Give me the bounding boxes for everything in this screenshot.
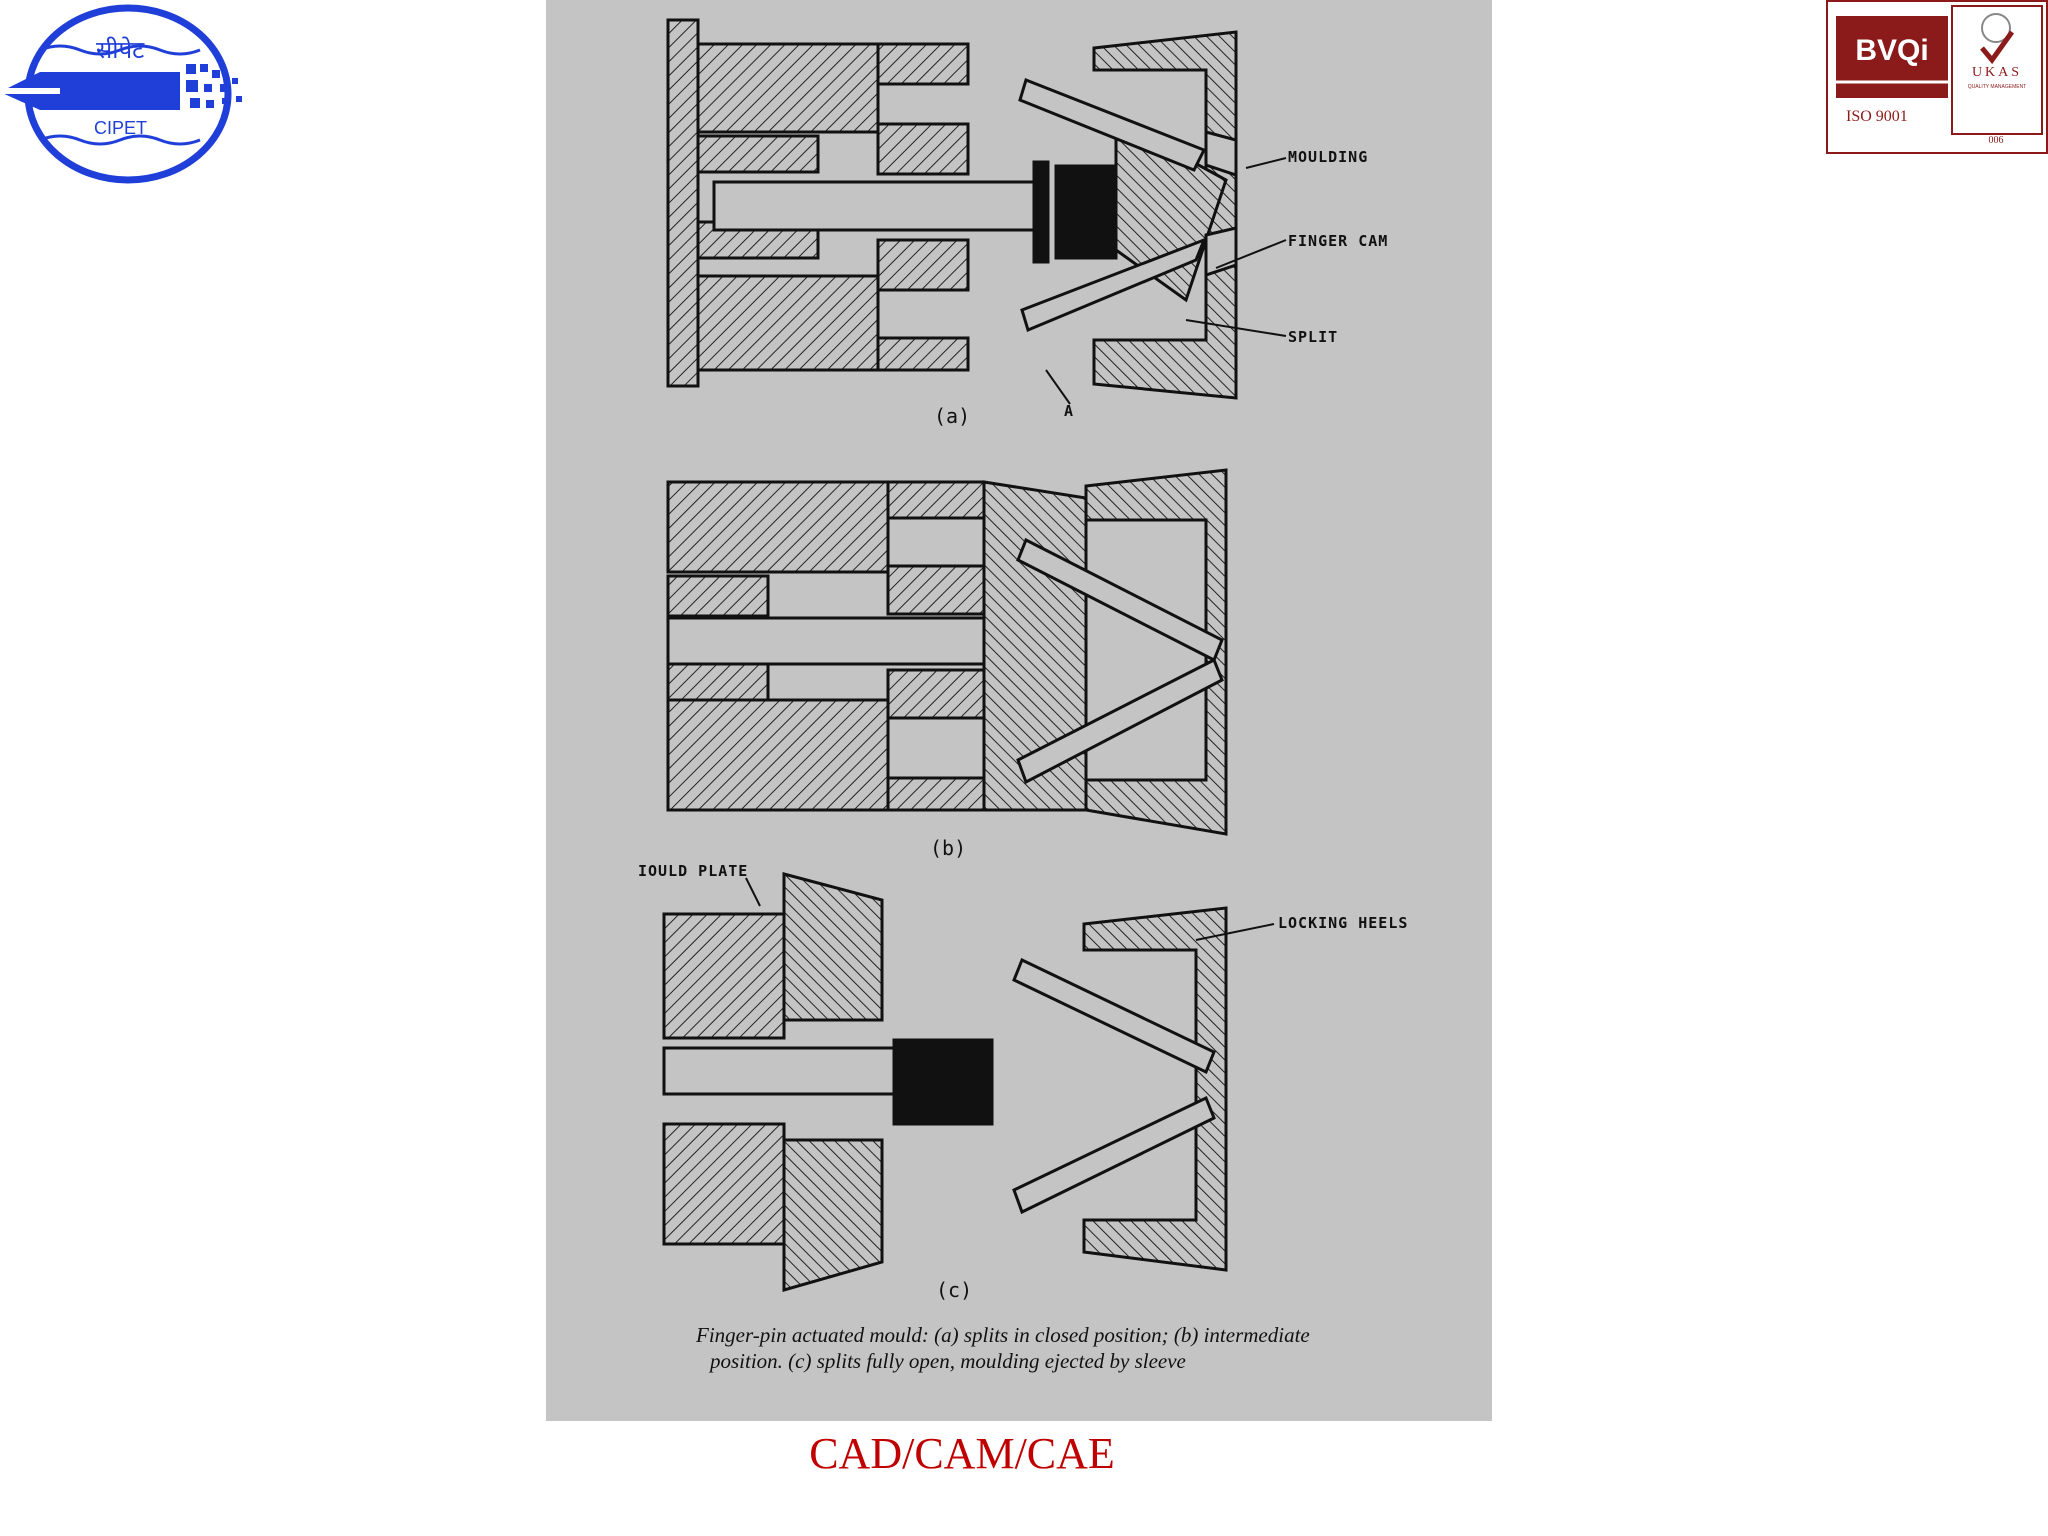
locking-heels-callout: LOCKING HEELS: [1278, 914, 1409, 932]
mould-diagram-figure: MOULDING FINGER CAM SPLIT A IOULD PLATE …: [546, 0, 1492, 1421]
mould-plate-callout: IOULD PLATE: [638, 862, 749, 880]
iso-certification-badge: BVQi ISO 9001 UKAS QUALITY MANAGEMENT 00…: [1826, 0, 2048, 154]
caption-line-2: position. (c) splits fully open, mouldin…: [710, 1349, 1186, 1373]
subfigure-c: [662, 872, 1228, 1292]
moulding-callout: MOULDING: [1288, 148, 1369, 166]
slide-footer-title: CAD/CAM/CAE: [809, 1429, 1115, 1478]
figure-caption: Finger-pin actuated mould: (a) splits in…: [696, 1322, 1476, 1374]
subfigure-a-label: (a): [934, 404, 971, 428]
bvqi-brand-text: BVQi: [1855, 34, 1928, 67]
point-a-callout: A: [1064, 402, 1075, 420]
subfigure-c-label: (c): [936, 1278, 973, 1302]
cipet-logo: सीपेट CIPET: [0, 0, 252, 190]
iso-number-text: ISO 9001: [1846, 108, 1908, 125]
subfigure-b: [666, 468, 1228, 836]
split-callout: SPLIT: [1288, 328, 1339, 346]
subfigure-b-label: (b): [930, 836, 967, 860]
subfigure-a: [666, 18, 1238, 400]
ukas-number-text: 006: [1989, 135, 2004, 146]
caption-line-1: Finger-pin actuated mould: (a) splits in…: [696, 1323, 1310, 1347]
finger-cam-callout: FINGER CAM: [1288, 232, 1389, 250]
ukas-check-icon: [1980, 30, 2015, 65]
ukas-text: UKAS: [1972, 65, 2022, 80]
ukas-sub-text: QUALITY MANAGEMENT: [1968, 84, 2027, 90]
logo-hindi-text: सीपेट: [96, 36, 145, 64]
logo-text: CIPET: [94, 118, 147, 138]
